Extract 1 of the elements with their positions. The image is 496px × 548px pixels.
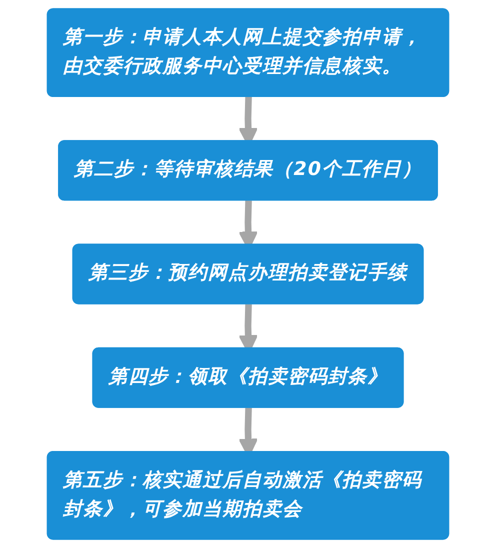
flowchart: 第一步：申请人本人网上提交参拍申请，由交委行政服务中心受理并信息核实。 第二步：等待审核结果（20个工作日） 第三步：预约网点办理拍卖登记手续 第四步：领取《拍卖密码封条》 第五步：核实通过后自动激活《拍卖密码封条》，可参加当期拍卖会 (0, 0, 496, 548)
